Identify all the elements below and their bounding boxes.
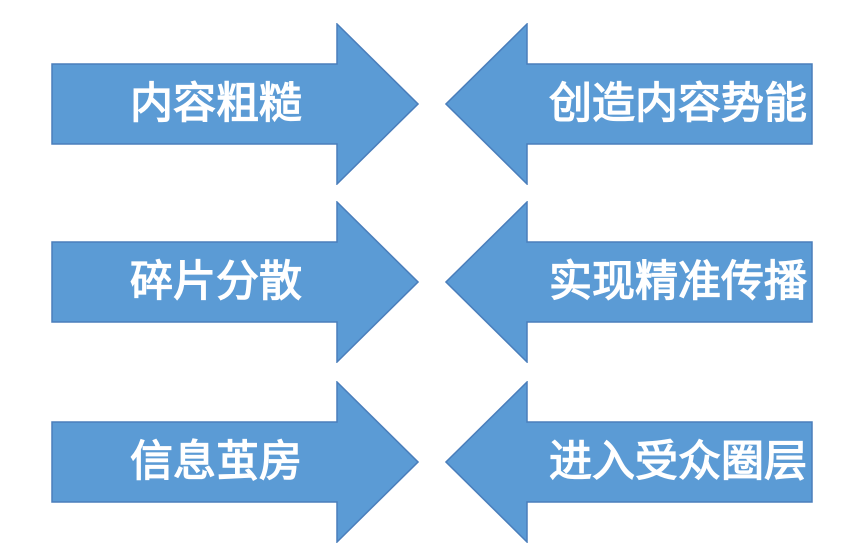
- right-arrow-shape: [51, 201, 419, 363]
- arrow-label-box: 内容粗糙: [51, 23, 381, 185]
- arrow-label: 内容粗糙: [130, 79, 302, 128]
- left-arrow-polygon: [445, 381, 813, 543]
- left-arrow-polygon: [445, 201, 813, 363]
- right-arrow-polygon: [51, 381, 419, 543]
- right-arrow-shape: [51, 23, 419, 185]
- arrow-label-box: 信息茧房: [51, 381, 381, 543]
- arrow-right-row2: 碎片分散: [51, 201, 419, 363]
- arrow-left-row3: 进入受众圈层: [445, 381, 813, 543]
- arrow-label: 进入受众圈层: [549, 437, 807, 486]
- arrow-label: 创造内容势能: [549, 79, 807, 128]
- left-arrow-shape: [445, 201, 813, 363]
- left-arrow-shape: [445, 23, 813, 185]
- arrow-label-box: 实现精准传播: [543, 201, 813, 363]
- left-arrow-polygon: [445, 23, 813, 185]
- arrow-left-row2: 实现精准传播: [445, 201, 813, 363]
- arrow-label-box: 进入受众圈层: [543, 381, 813, 543]
- arrow-right-row1: 内容粗糙: [51, 23, 419, 185]
- arrow-right-row3: 信息茧房: [51, 381, 419, 543]
- right-arrow-polygon: [51, 201, 419, 363]
- arrow-label-box: 碎片分散: [51, 201, 381, 363]
- arrow-label: 实现精准传播: [549, 257, 807, 306]
- right-arrow-shape: [51, 381, 419, 543]
- arrow-label: 碎片分散: [130, 257, 302, 306]
- right-arrow-polygon: [51, 23, 419, 185]
- arrow-label: 信息茧房: [130, 437, 302, 486]
- left-arrow-shape: [445, 381, 813, 543]
- arrow-label-box: 创造内容势能: [543, 23, 813, 185]
- arrow-left-row1: 创造内容势能: [445, 23, 813, 185]
